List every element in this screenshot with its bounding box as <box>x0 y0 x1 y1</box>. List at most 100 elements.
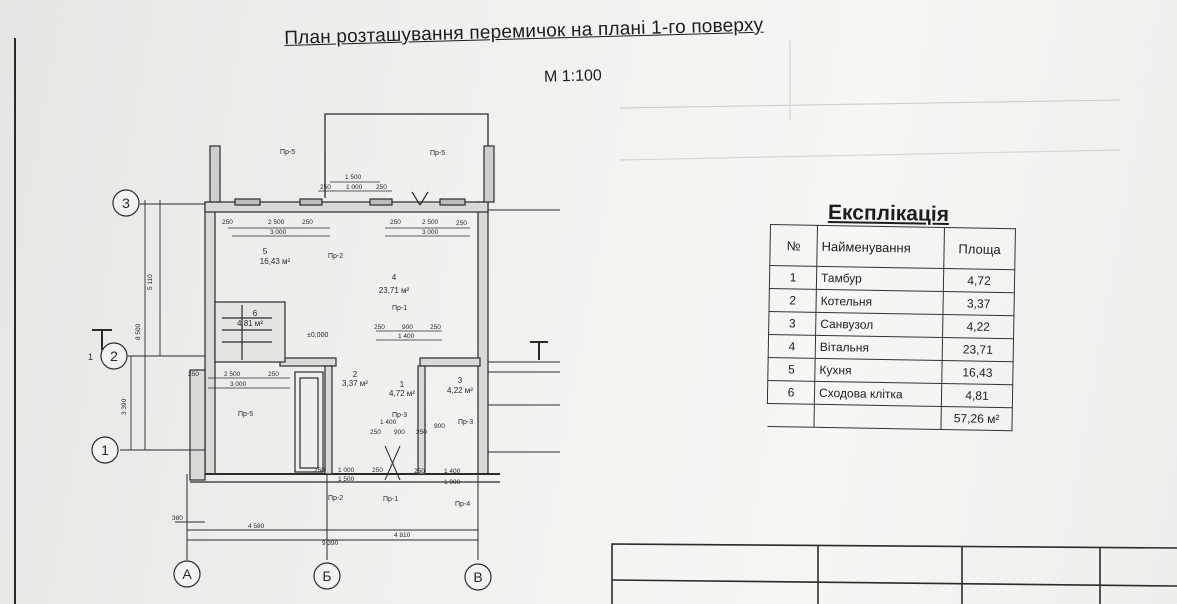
dim-label: 250 <box>302 219 313 226</box>
row-area: 23,71 <box>942 337 1014 362</box>
dim-label: 900 <box>394 429 405 436</box>
room-5-number: 5 <box>263 247 268 256</box>
lintel-pr3-right: Пр-3 <box>458 419 473 426</box>
lintel-pr2-mid: Пр-2 <box>328 253 343 260</box>
dim-label: 900 <box>402 324 413 331</box>
dim-label: 250 <box>390 219 401 226</box>
row-area: 4,72 <box>943 268 1015 293</box>
dim-label: 1 400 <box>380 419 397 426</box>
room-2-number: 2 <box>353 370 358 379</box>
room-3-number: 3 <box>458 376 463 385</box>
room-6-area: 4,81 м² <box>237 319 263 328</box>
dim-label: 250 <box>320 184 331 191</box>
row-area: 3,37 <box>942 291 1015 316</box>
row-number: 6 <box>767 380 815 405</box>
dim-label: 1 400 <box>444 468 461 475</box>
dim-label: 250 <box>456 220 467 227</box>
row-area: 16,43 <box>941 360 1014 385</box>
dim-label: 380 <box>172 515 183 522</box>
dim-label: 250 <box>414 468 425 475</box>
dim-label: 3 000 <box>422 229 439 236</box>
total-area: 57,26 м² <box>940 406 1013 431</box>
explication-title: Експлікація <box>827 200 950 227</box>
row-name: Кухня <box>814 358 943 384</box>
level-mark: ±0,000 <box>307 332 328 339</box>
dim-label: 4 580 <box>248 523 265 530</box>
row-name: Вітальня <box>815 335 943 361</box>
dim-label: 1 500 <box>338 476 355 483</box>
row-number: 1 <box>769 265 817 290</box>
row-area: 4,22 <box>942 314 1014 339</box>
row-number: 4 <box>768 334 816 359</box>
row-name: Тамбур <box>816 266 944 292</box>
row-name: Сходова клітка <box>814 381 942 407</box>
room-1-area: 4,72 м² <box>389 389 415 398</box>
axis-label-v: В <box>473 569 482 585</box>
total-empty-cell <box>766 403 815 428</box>
room-6-number: 6 <box>253 309 258 318</box>
dim-label: 2 500 <box>422 219 439 226</box>
axis-label-3: 3 <box>122 195 130 211</box>
dim-label: 8 500 <box>135 323 142 340</box>
dim-label: 900 <box>434 423 445 430</box>
lintel-pr1-mid: Пр-1 <box>392 305 407 312</box>
total-row: 57,26 м² <box>766 403 1013 431</box>
dim-label: 2 500 <box>224 371 241 378</box>
room-2-area: 3,37 м² <box>342 379 368 388</box>
dim-label: 3 000 <box>230 381 247 388</box>
dim-label: 4 810 <box>394 532 411 539</box>
axis-label-a: А <box>182 566 192 582</box>
dim-label: 250 <box>416 429 427 436</box>
axis-label-1: 1 <box>101 442 109 458</box>
section-cut-label: 1 <box>88 352 93 362</box>
dim-label: 9 390 <box>322 540 339 547</box>
dim-label: 250 <box>314 467 325 474</box>
room-4-number: 4 <box>392 273 397 282</box>
dim-label: 5 110 <box>147 274 154 290</box>
row-name: Котельня <box>815 289 944 315</box>
dim-label: 1 000 <box>338 467 355 474</box>
lintel-pr5-top-right: Пр-5 <box>430 150 445 157</box>
dim-label: 250 <box>370 429 381 436</box>
row-number: 3 <box>768 311 816 336</box>
dim-label: 3 000 <box>270 229 287 236</box>
row-area: 4,81 <box>941 383 1013 408</box>
dim-label: 1 900 <box>444 479 461 486</box>
dim-label: 250 <box>188 371 199 378</box>
lintel-pr2-bottom: Пр-2 <box>328 495 343 502</box>
dim-label: 250 <box>372 467 383 474</box>
total-empty-cell <box>813 404 942 430</box>
dim-label: 250 <box>374 324 385 331</box>
lintel-pr3-left: Пр-3 <box>392 412 407 419</box>
axis-label-2: 2 <box>110 348 118 364</box>
room-4-area: 23,71 м² <box>379 286 410 295</box>
row-number: 2 <box>768 288 817 313</box>
header-area: Площа <box>943 227 1016 270</box>
sheet-frame-left <box>14 38 16 604</box>
dim-label: 2 500 <box>268 219 285 226</box>
axis-label-b: Б <box>322 568 331 584</box>
lintel-pr5-left: Пр-5 <box>238 411 253 418</box>
dim-label: 1 000 <box>346 184 363 191</box>
room-1-number: 1 <box>400 380 405 389</box>
header-number: № <box>769 224 818 267</box>
room-3-area: 4,22 м² <box>447 386 473 395</box>
explication-header-row: № Найменування Площа <box>769 224 1016 270</box>
explication-table: № Найменування Площа 1 Тамбур 4,72 2 Кот… <box>766 224 1016 431</box>
dim-label: 3 390 <box>121 398 128 415</box>
lintel-pr4-bottom: Пр-4 <box>455 501 470 508</box>
room-5-area: 16,43 м² <box>260 257 291 266</box>
dim-label: 1 500 <box>345 174 362 181</box>
lintel-pr1-bottom: Пр-1 <box>383 496 398 503</box>
row-name: Санвузол <box>815 312 943 338</box>
dim-label: 250 <box>376 184 387 191</box>
dim-label: 250 <box>430 324 441 331</box>
header-name: Найменування <box>816 225 945 269</box>
lintel-pr5-top-left: Пр-5 <box>280 149 295 156</box>
dim-label: 250 <box>268 371 279 378</box>
row-number: 5 <box>767 357 816 382</box>
dim-label: 1 400 <box>398 333 415 340</box>
dim-label: 250 <box>222 219 233 226</box>
